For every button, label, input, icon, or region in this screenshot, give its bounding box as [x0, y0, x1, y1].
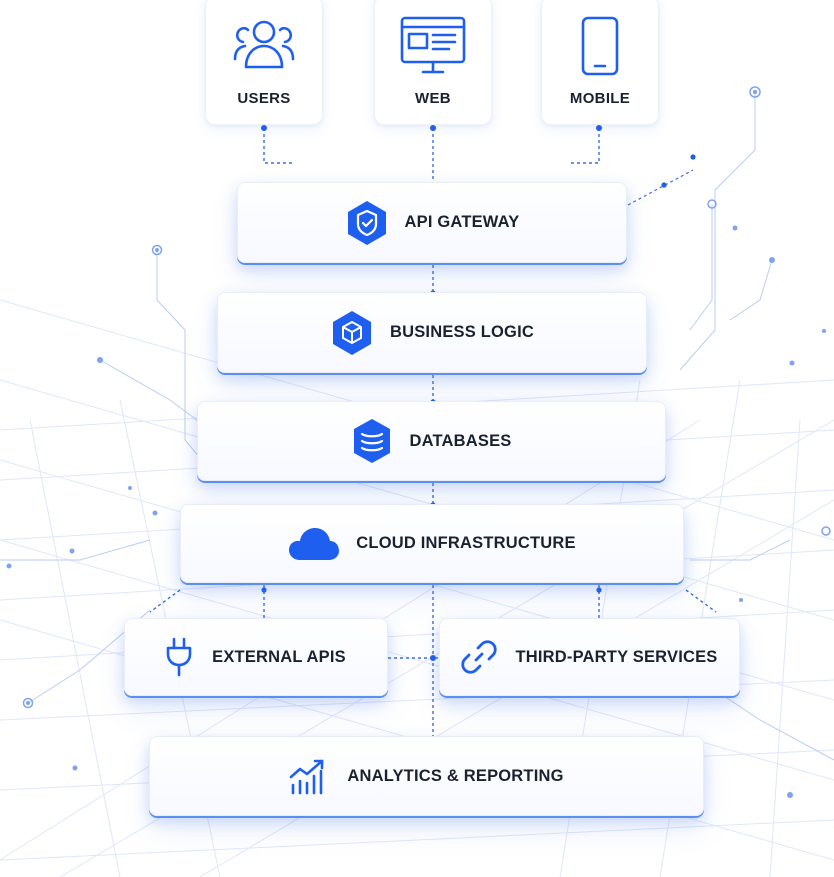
browser-window-icon: [375, 15, 491, 75]
client-card-users[interactable]: USERS: [205, 0, 323, 125]
layer-api-gateway[interactable]: API GATEWAY: [237, 182, 627, 263]
layer-label-third-party-services: THIRD-PARTY SERVICES: [515, 647, 718, 666]
layer-label-api-gateway: API GATEWAY: [404, 213, 520, 231]
layer-third-party-services[interactable]: THIRD-PARTY SERVICES: [439, 618, 740, 696]
layer-label-databases: DATABASES: [409, 431, 512, 450]
layer-analytics-reporting[interactable]: ANALYTICS & REPORTING: [149, 736, 704, 816]
layer-label-cloud-infrastructure: CLOUD INFRASTRUCTURE: [356, 534, 576, 552]
growth-chart-icon: [289, 757, 327, 795]
layer-external-apis[interactable]: EXTERNAL APIS: [124, 618, 388, 696]
users-icon: [206, 15, 322, 71]
shield-icon: [345, 199, 389, 247]
client-card-mobile[interactable]: MOBILE: [541, 0, 659, 125]
layer-label-business-logic: BUSINESS LOGIC: [390, 323, 534, 341]
cloud-icon: [288, 526, 340, 562]
layer-label-external-apis: EXTERNAL APIS: [212, 647, 346, 666]
smartphone-icon: [542, 15, 658, 77]
client-label-mobile: MOBILE: [569, 90, 631, 107]
circuit-nodes: [6, 86, 831, 798]
client-label-web: WEB: [415, 90, 451, 107]
layer-business-logic[interactable]: BUSINESS LOGIC: [217, 292, 647, 373]
client-label-users: USERS: [237, 90, 291, 107]
side-dashed-traces: [627, 169, 694, 206]
client-card-web[interactable]: WEB: [374, 0, 492, 125]
cube-icon: [330, 309, 374, 357]
layer-cloud-infrastructure[interactable]: CLOUD INFRASTRUCTURE: [180, 504, 684, 583]
plug-icon: [166, 637, 192, 677]
link-icon: [461, 639, 498, 675]
layer-databases[interactable]: DATABASES: [197, 401, 666, 481]
database-icon: [351, 417, 393, 465]
layer-label-analytics-reporting: ANALYTICS & REPORTING: [347, 766, 564, 785]
